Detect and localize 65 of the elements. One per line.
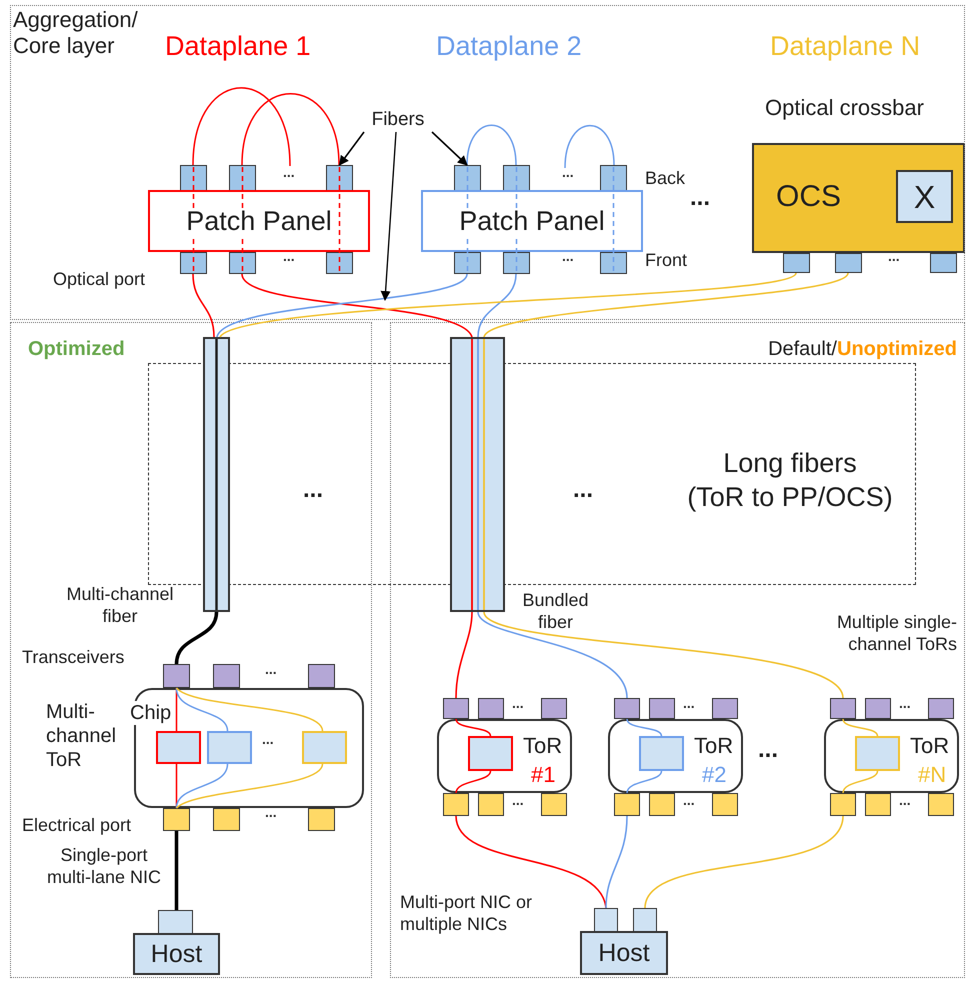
- fiber-cable: [483, 272, 849, 338]
- ellipsis: ...: [562, 164, 574, 181]
- ellipsis: ...: [512, 792, 524, 809]
- dataplane-label: Dataplane 2: [436, 30, 582, 62]
- ellipsis: ...: [283, 164, 295, 181]
- chip-label: Chip: [130, 701, 172, 725]
- ellipsis: ...: [303, 476, 324, 505]
- ellipsis: ...: [512, 695, 524, 712]
- fiber-cable: [338, 132, 365, 166]
- transceiver-label: Transceivers: [22, 647, 124, 669]
- host-label: Host: [598, 940, 650, 966]
- dashed-frame: [148, 363, 916, 585]
- fiber-cable: [174, 831, 178, 910]
- fiber-label: Bundled fiber: [521, 590, 590, 634]
- section-title: Aggregation/ Core layer: [13, 7, 139, 59]
- tor-number: #N: [918, 764, 946, 786]
- dataplane-label: Dataplane 1: [165, 30, 311, 62]
- ellipsis: ...: [888, 248, 900, 265]
- frame-label: Long fibers: [722, 447, 858, 480]
- ellipsis: ...: [265, 661, 277, 678]
- side-label: Back: [645, 168, 686, 190]
- crossbar-label: X: [914, 180, 936, 212]
- tor-number: #2: [702, 764, 726, 786]
- ellipsis: ...: [265, 804, 277, 821]
- fiber-cable: [477, 274, 517, 338]
- tor-label: ToR: [910, 735, 950, 757]
- tor-label: ToR: [523, 735, 562, 757]
- ellipsis: ...: [573, 476, 594, 505]
- leader-arrow: [380, 132, 397, 301]
- ellipsis: ...: [690, 184, 710, 213]
- fiber-cable: [220, 272, 796, 338]
- nic-label: Multi-port NIC or multiple NICs: [400, 892, 534, 936]
- section-title: Default/Unoptimized: [768, 338, 957, 362]
- fiber-bundle: [203, 337, 230, 612]
- port-label: Electrical port: [22, 815, 132, 837]
- tor-label: Multi-channel ToR: [46, 700, 118, 772]
- ellipsis: ...: [683, 695, 695, 712]
- ellipsis: ...: [283, 248, 295, 265]
- callout-label: Fibers: [360, 108, 436, 132]
- fiber-cable: [431, 131, 468, 166]
- crossbar-box: [896, 170, 953, 223]
- frame-label: (ToR to PP/OCS): [686, 481, 894, 514]
- ellipsis: ...: [758, 736, 778, 765]
- ellipsis: ...: [899, 792, 911, 809]
- side-label: Front: [645, 250, 688, 272]
- nic-label: Single-port multi-lane NIC: [46, 845, 162, 888]
- host-label: Host: [150, 942, 202, 966]
- section-frame: [10, 322, 372, 978]
- fiber-label: Multi-channel fiber: [65, 584, 175, 628]
- ellipsis: ...: [562, 248, 574, 265]
- heading-label: Optical crossbar: [765, 96, 924, 120]
- ellipsis: ...: [899, 695, 911, 712]
- port-label: Optical port: [53, 269, 146, 291]
- fiber-cable: [192, 274, 215, 338]
- section-title: Optimized: [28, 338, 125, 362]
- tor-group-label: Multiple single-channel ToRs: [836, 612, 957, 656]
- ellipsis: ...: [262, 731, 274, 748]
- switch-label: OCS: [776, 182, 842, 212]
- dataplane-label: Dataplane N: [770, 30, 920, 62]
- section-frame: [390, 322, 965, 978]
- ellipsis: ...: [683, 792, 695, 809]
- tor-number: #1: [531, 764, 556, 786]
- fiber-bundle: [450, 337, 505, 612]
- section-frame: [10, 5, 965, 320]
- tor-label: ToR: [694, 735, 734, 757]
